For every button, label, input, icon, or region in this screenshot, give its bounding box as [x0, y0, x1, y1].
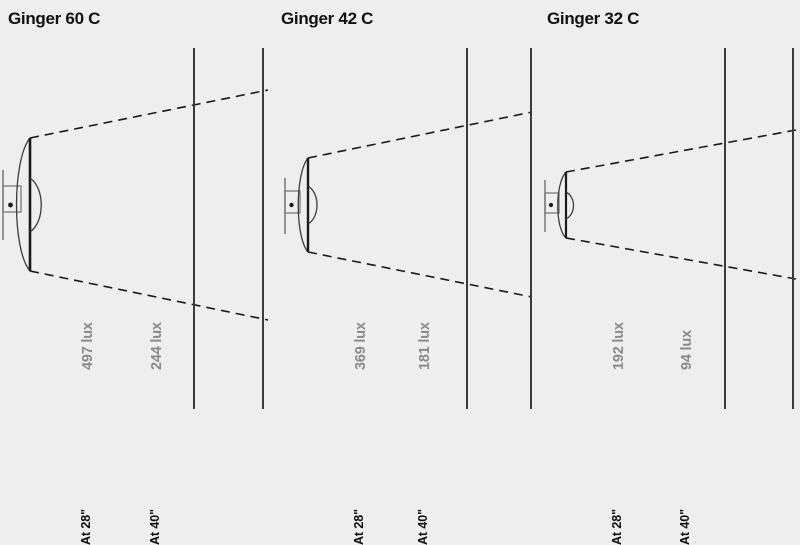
- reflector-arc-icon: [297, 157, 309, 253]
- lamp-dome-icon: [307, 185, 318, 225]
- measurement-line-28in: [193, 48, 195, 409]
- measurement-line-28in: [466, 48, 468, 409]
- lux-value-28in: 369 lux: [353, 322, 369, 370]
- measurement-line-40in: [792, 48, 794, 409]
- distance-label-28in: At 28": [79, 509, 93, 545]
- panel-title: Ginger 32 C: [547, 9, 640, 28]
- panel-title: Ginger 42 C: [281, 9, 374, 28]
- measurement-line-40in: [530, 48, 532, 409]
- distance-label-40in: At 40": [678, 509, 692, 545]
- beam-edge-lower-line: [307, 251, 533, 298]
- beam-diagram: [544, 129, 797, 280]
- mounting-bracket-icon: [284, 190, 301, 214]
- panel-title: Ginger 60 C: [8, 9, 101, 28]
- measurement-line-40in: [262, 48, 264, 409]
- lux-value-40in: 94 lux: [679, 330, 695, 370]
- mounting-bracket-icon: [2, 185, 22, 213]
- panel-ginger-60c: Ginger 60 C 497 lux At 28" 244 lux At 40…: [0, 0, 270, 545]
- mounting-bracket-icon: [544, 192, 560, 214]
- pivot-point-icon: [289, 202, 294, 208]
- reflector-arc-icon: [557, 171, 567, 239]
- beam-edge-lower-line: [29, 270, 269, 321]
- beam-edge-lower-line: [565, 237, 797, 280]
- measurement-line-28in: [724, 48, 726, 409]
- distance-label-40in: At 40": [416, 509, 430, 545]
- beam-diagram: [284, 111, 533, 298]
- lux-value-28in: 497 lux: [80, 322, 96, 370]
- beam-edge-upper-line: [29, 89, 269, 139]
- lamp-dome-icon: [565, 191, 575, 220]
- distance-label-28in: At 28": [610, 509, 624, 545]
- reflector-arc-icon: [15, 137, 31, 272]
- distance-label-28in: At 28": [352, 509, 366, 545]
- lux-value-28in: 192 lux: [611, 322, 627, 370]
- pivot-point-icon: [548, 202, 554, 208]
- beam-edge-upper-line: [307, 111, 533, 159]
- panel-ginger-32c: Ginger 32 C 192 lux At 28" 94 lux At 40": [538, 0, 800, 545]
- distance-label-40in: At 40": [148, 509, 162, 545]
- beam-edge-upper-line: [565, 129, 797, 173]
- pivot-point-icon: [8, 202, 13, 208]
- lamp-dome-icon: [29, 177, 42, 233]
- lux-value-40in: 244 lux: [149, 322, 165, 370]
- lux-value-40in: 181 lux: [417, 322, 433, 370]
- beam-diagram: [2, 89, 269, 321]
- panel-ginger-42c: Ginger 42 C 369 lux At 28" 181 lux At 40…: [270, 0, 538, 545]
